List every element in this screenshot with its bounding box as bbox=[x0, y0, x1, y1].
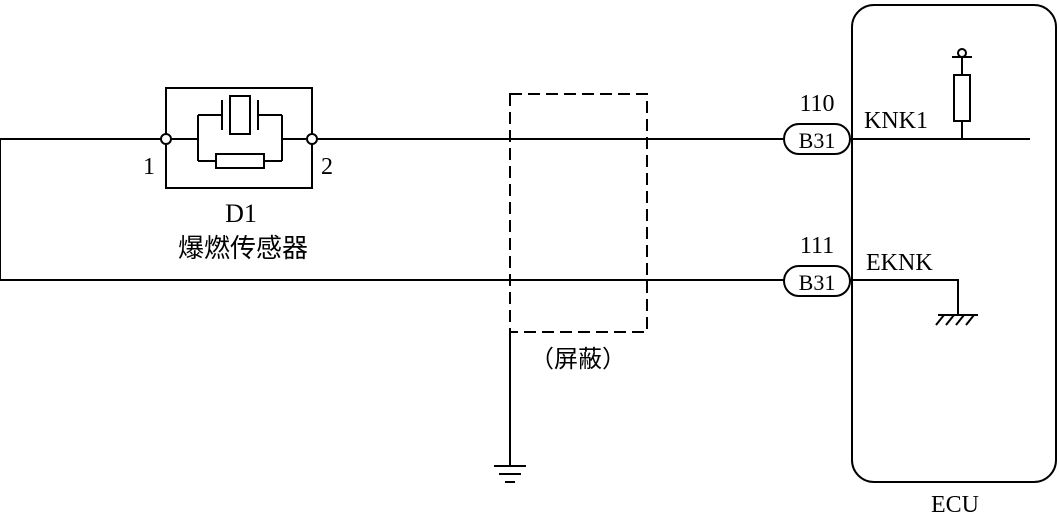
pin-2-terminal bbox=[306, 133, 318, 145]
sensor-id-label: D1 bbox=[225, 199, 257, 228]
pullup-resistor-icon bbox=[952, 48, 972, 139]
sensor-resistor bbox=[215, 153, 265, 169]
sensor-name-label: 爆燃传感器 bbox=[178, 234, 308, 264]
piezo-crystal bbox=[229, 95, 251, 135]
pin-1-terminal bbox=[160, 133, 172, 145]
pin-2-label: 2 bbox=[321, 154, 333, 180]
connector-b31-top-label: B31 bbox=[799, 128, 836, 153]
pin-number-110: 110 bbox=[799, 91, 834, 117]
cable-shield: （屏蔽） bbox=[494, 93, 648, 483]
connector-b31-bottom-label: B31 bbox=[799, 270, 836, 295]
shield-outline bbox=[509, 93, 648, 333]
knock-sensor-d1: 1 2 D1 爆燃传感器 bbox=[143, 87, 333, 264]
ecu-label: ECU bbox=[931, 492, 979, 517]
pin-1-label: 1 bbox=[143, 154, 155, 180]
shield-ground-icon bbox=[494, 465, 526, 483]
shield-label: （屏蔽） bbox=[530, 345, 626, 373]
ecu-outline bbox=[851, 4, 1057, 483]
connector-pin-111: B31 111 bbox=[783, 233, 851, 297]
pin-number-111: 111 bbox=[800, 233, 834, 259]
signal-eknk-label: EKNK bbox=[866, 250, 933, 276]
signal-knk1-label: KNK1 bbox=[864, 108, 928, 134]
return-wire-eknk bbox=[0, 139, 784, 281]
ecu-module: ECU KNK1 EKNK bbox=[850, 4, 1057, 517]
connector-pin-110: B31 110 bbox=[783, 91, 851, 155]
eknk-internal-line bbox=[850, 279, 959, 315]
ecu-chassis-ground-icon bbox=[935, 314, 978, 326]
